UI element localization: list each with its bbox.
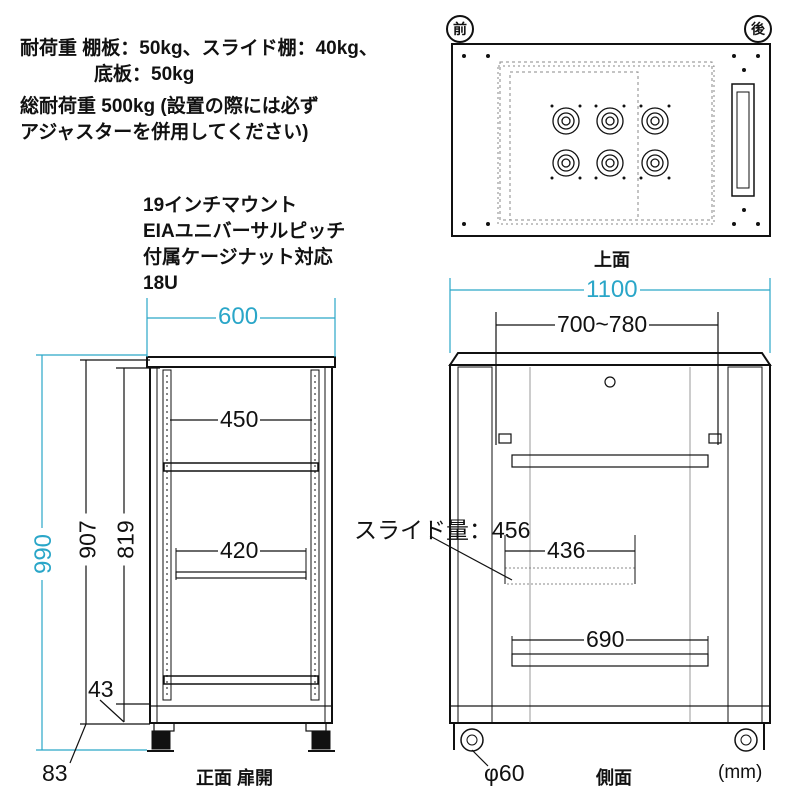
caster-diameter-label: φ60 bbox=[484, 760, 525, 786]
top-view bbox=[451, 43, 771, 237]
slide-amount-label: スライド量：456 bbox=[354, 517, 531, 543]
front-mark-icon: 前 bbox=[446, 15, 474, 43]
front-view-caption: 正面 扉開 bbox=[196, 768, 274, 788]
mount-line-2: EIAユニバーサルピッチ bbox=[143, 221, 346, 242]
height-body-label: 907 bbox=[74, 513, 102, 566]
side-view bbox=[448, 352, 772, 752]
shelf-upper-label: 450 bbox=[218, 406, 261, 433]
base-gap-label: 43 bbox=[88, 676, 114, 702]
height-inner-label: 819 bbox=[112, 513, 140, 566]
spec-line-2: 底板：50kg bbox=[94, 64, 195, 85]
front-view bbox=[146, 356, 336, 752]
mount-line-4: 18U bbox=[143, 273, 178, 294]
slide-shelf-label: 436 bbox=[545, 537, 588, 564]
base-shelf-label: 690 bbox=[584, 626, 627, 653]
height-total-label: 990 bbox=[30, 528, 58, 580]
spec-line-1: 耐荷重 棚板：50kg、スライド棚：40kg、 bbox=[20, 38, 378, 59]
mount-line-1: 19インチマウント bbox=[143, 195, 298, 216]
caster-height-label: 83 bbox=[42, 760, 68, 786]
spec-line-3: 総耐荷重 500kg (設置の際には必ず bbox=[20, 96, 319, 117]
side-view-caption: 側面 bbox=[596, 768, 632, 788]
unit-label: (mm) bbox=[718, 762, 763, 783]
side-depth-label: 1100 bbox=[584, 276, 640, 304]
shelf-lower-label: 420 bbox=[218, 537, 261, 564]
mount-line-3: 付属ケージナット対応 bbox=[143, 247, 333, 268]
back-mark-icon: 後 bbox=[744, 15, 772, 43]
front-width-label: 600 bbox=[216, 303, 261, 331]
top-view-caption: 上面 bbox=[594, 250, 630, 270]
spec-line-4: アジャスターを併用してください) bbox=[20, 122, 309, 143]
rail-range-label: 700~780 bbox=[555, 311, 650, 338]
